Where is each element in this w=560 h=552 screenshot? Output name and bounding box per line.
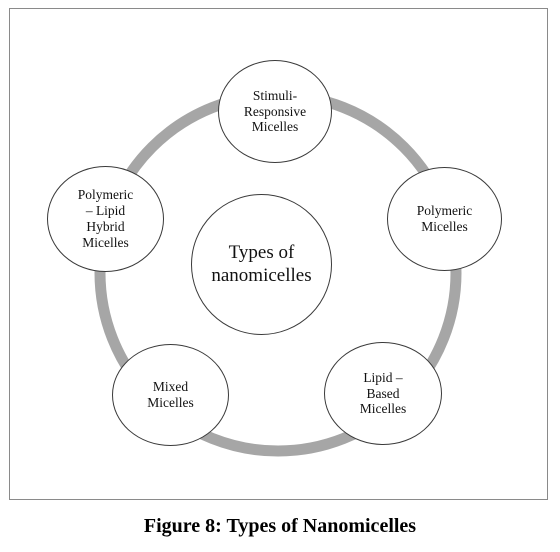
node-polymeric-lipid-hybrid-micelles: Polymeric – Lipid Hybrid Micelles <box>47 166 164 272</box>
center-node-types-of-nanomicelles: Types of nanomicelles <box>191 194 332 335</box>
node-polymeric-micelles: Polymeric Micelles <box>387 167 502 271</box>
figure-caption: Figure 8: Types of Nanomicelles <box>143 515 417 537</box>
node-stimuli-responsive-micelles: Stimuli- Responsive Micelles <box>218 60 332 163</box>
node-mixed-micelles: Mixed Micelles <box>112 344 229 446</box>
node-lipid-based-micelles: Lipid – Based Micelles <box>324 342 442 445</box>
